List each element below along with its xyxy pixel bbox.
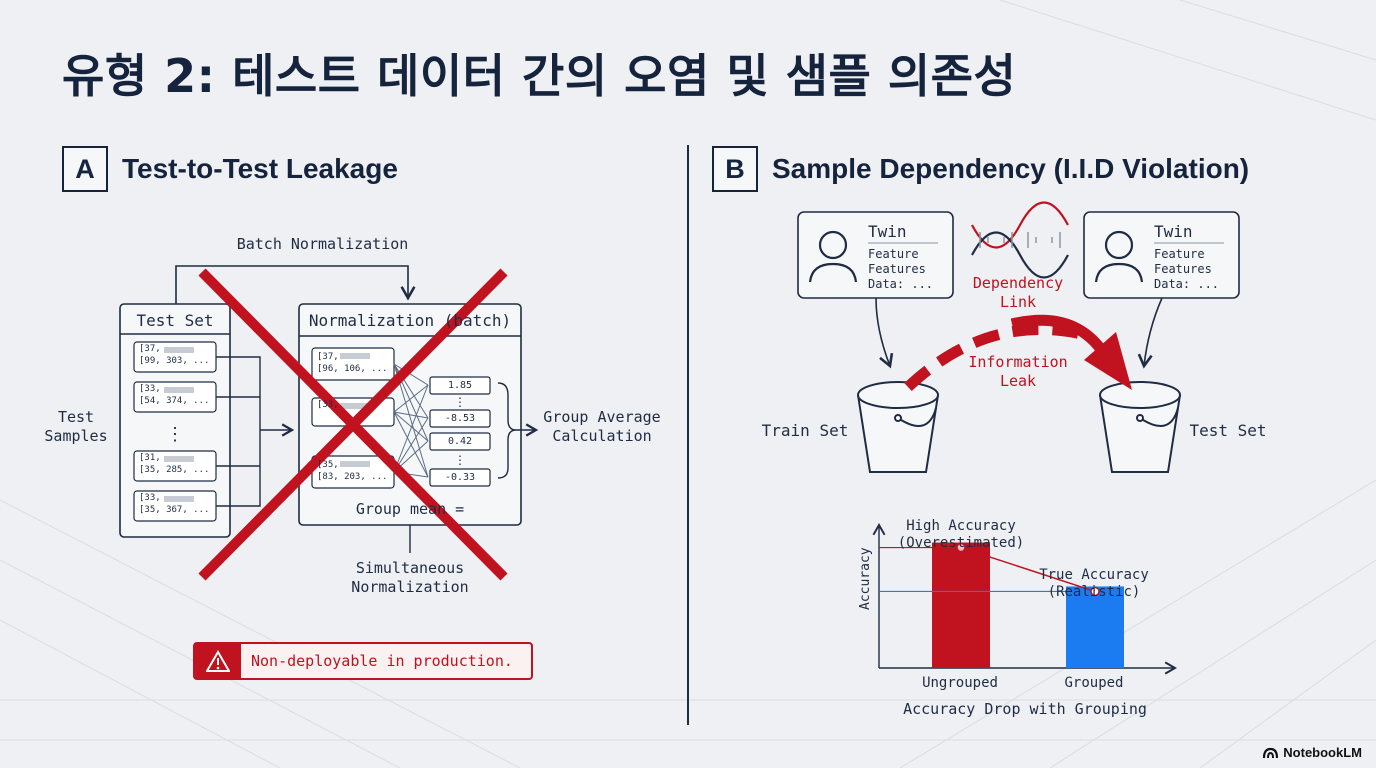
warning-banner: Non-deployable in production. (193, 642, 533, 680)
information-leak-arrow (904, 323, 1092, 392)
section-b-letter: B (712, 146, 758, 192)
information-leak-label: Information Leak (968, 353, 1068, 390)
bar-ungrouped (932, 542, 990, 668)
dependency-diagram (797, 201, 1240, 473)
accuracy-chart (872, 523, 1177, 675)
red-cross (198, 268, 508, 581)
group-mean-label: Group mean = (355, 500, 465, 518)
mapping-lines (393, 363, 429, 478)
normalization-header: Normalization (batch) (308, 311, 512, 330)
test-samples-label: Test Samples (44, 408, 108, 445)
notebooklm-icon (1263, 747, 1279, 758)
warning-text: Non-deployable in production. (251, 652, 513, 670)
point-grouped (1090, 586, 1100, 597)
category-grouped: Grouped (1064, 675, 1124, 691)
value-box-4 (429, 468, 491, 487)
section-b-header: B Sample Dependency (I.I.D Violation) (712, 146, 1249, 192)
section-a-title: Test-to-Test Leakage (122, 153, 398, 184)
dependency-link-label: Dependency Link (972, 274, 1064, 311)
value-4: -0.33 (444, 472, 476, 483)
section-b-title: Sample Dependency (I.I.D Violation) (772, 153, 1250, 184)
group-average-label: Group Average Calculation (543, 408, 661, 445)
section-divider (687, 145, 689, 725)
norm-row-2-text: [33, (317, 400, 339, 410)
twin-left-title: Twin (868, 222, 907, 241)
section-a-header: A Test-to-Test Leakage (62, 146, 398, 192)
value-box-1 (429, 376, 491, 395)
dna-icon (971, 201, 1069, 279)
bucket-icon-left (857, 381, 939, 473)
test-bracket (216, 356, 292, 507)
leakage-diagram: ⋮ ⋮ ⋮ (119, 265, 539, 581)
category-ungrouped: Ungrouped (922, 675, 998, 691)
value-1: 1.85 (447, 380, 473, 391)
norm-row-3-text: [35,[83, 203, ... (317, 460, 388, 482)
value-box-3 (429, 432, 491, 451)
accuracy-drop-line (960, 546, 1096, 593)
bar-grouped (1066, 586, 1124, 668)
page-title: 유형 2: 테스트 데이터 간의 오염 및 샘플 의존성 (62, 49, 1017, 103)
test-set-label-b: Test Set (1189, 421, 1267, 440)
test-row-2-text: [33,[54, 374, ... (139, 384, 210, 406)
true-accuracy-label: True Accuracy (Realistic) (1039, 567, 1149, 600)
simultaneous-label: Simultaneous Normalization (351, 559, 469, 596)
warning-icon (195, 644, 241, 678)
train-set-label: Train Set (761, 421, 849, 440)
batch-norm-label: Batch Normalization (236, 235, 409, 253)
value-3: 0.42 (447, 436, 473, 447)
section-a-letter: A (62, 146, 108, 192)
value-2: -8.53 (444, 413, 476, 424)
batch-norm-loop (175, 265, 416, 304)
test-row-1-text: [37,[99, 303, ... (139, 344, 210, 366)
brand-name: NotebookLM (1283, 745, 1362, 760)
y-axis-label: Accuracy (858, 547, 873, 610)
brand-logo: NotebookLM (1263, 745, 1362, 760)
svg-text:⋮: ⋮ (454, 453, 466, 467)
point-ungrouped (956, 542, 966, 553)
twin-right-title: Twin (1154, 222, 1193, 241)
test-row-4-text: [33,[35, 367, ... (139, 493, 210, 515)
test-row-3-text: [31,[35, 285, ... (139, 453, 210, 475)
test-set-header: Test Set (136, 311, 214, 330)
svg-text:⋮: ⋮ (166, 424, 184, 445)
person-icon-left (808, 230, 858, 283)
high-accuracy-label: High Accuracy (Overestimated) (897, 518, 1025, 551)
person-icon-right (1094, 230, 1144, 283)
norm-row-1-text: [37,[96, 106, ... (317, 352, 388, 374)
svg-text:⋮: ⋮ (454, 395, 466, 409)
bucket-icon-right (1099, 381, 1181, 473)
chart-title: Accuracy Drop with Grouping (903, 700, 1147, 718)
value-box-2 (429, 409, 491, 428)
